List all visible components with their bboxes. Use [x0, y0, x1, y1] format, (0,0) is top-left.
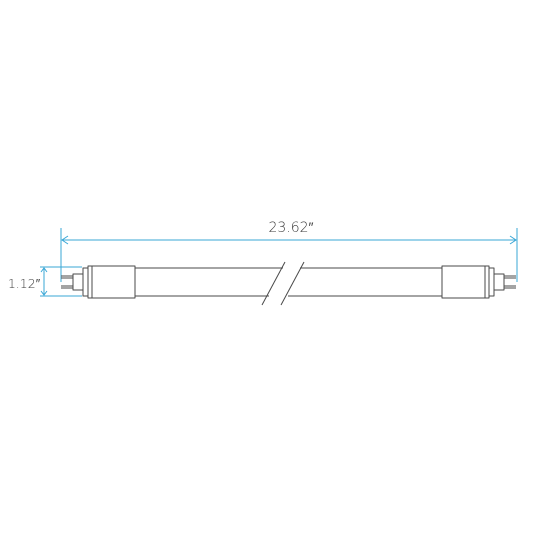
left-pins	[61, 273, 84, 291]
length-dimension	[60, 228, 518, 282]
length-arrow-right	[509, 235, 517, 245]
diameter-arrow-top	[40, 267, 48, 273]
right-end-cap	[488, 267, 495, 297]
tube-outline	[61, 261, 516, 306]
tube-body-right	[288, 267, 442, 297]
break-mark-left	[261, 261, 286, 306]
right-pins	[493, 273, 516, 291]
break-mark-right	[280, 261, 305, 306]
left-end-cap	[82, 267, 89, 297]
left-end-cap-body	[87, 265, 136, 299]
diameter-dimension	[40, 266, 82, 297]
length-arrow-left	[61, 235, 69, 245]
diameter-label: 1.12″	[8, 276, 41, 291]
right-end-cap-body	[441, 265, 490, 299]
tube-body-left	[135, 267, 283, 297]
length-label: 23.62″	[268, 220, 313, 236]
diameter-arrow-bottom	[40, 290, 48, 296]
